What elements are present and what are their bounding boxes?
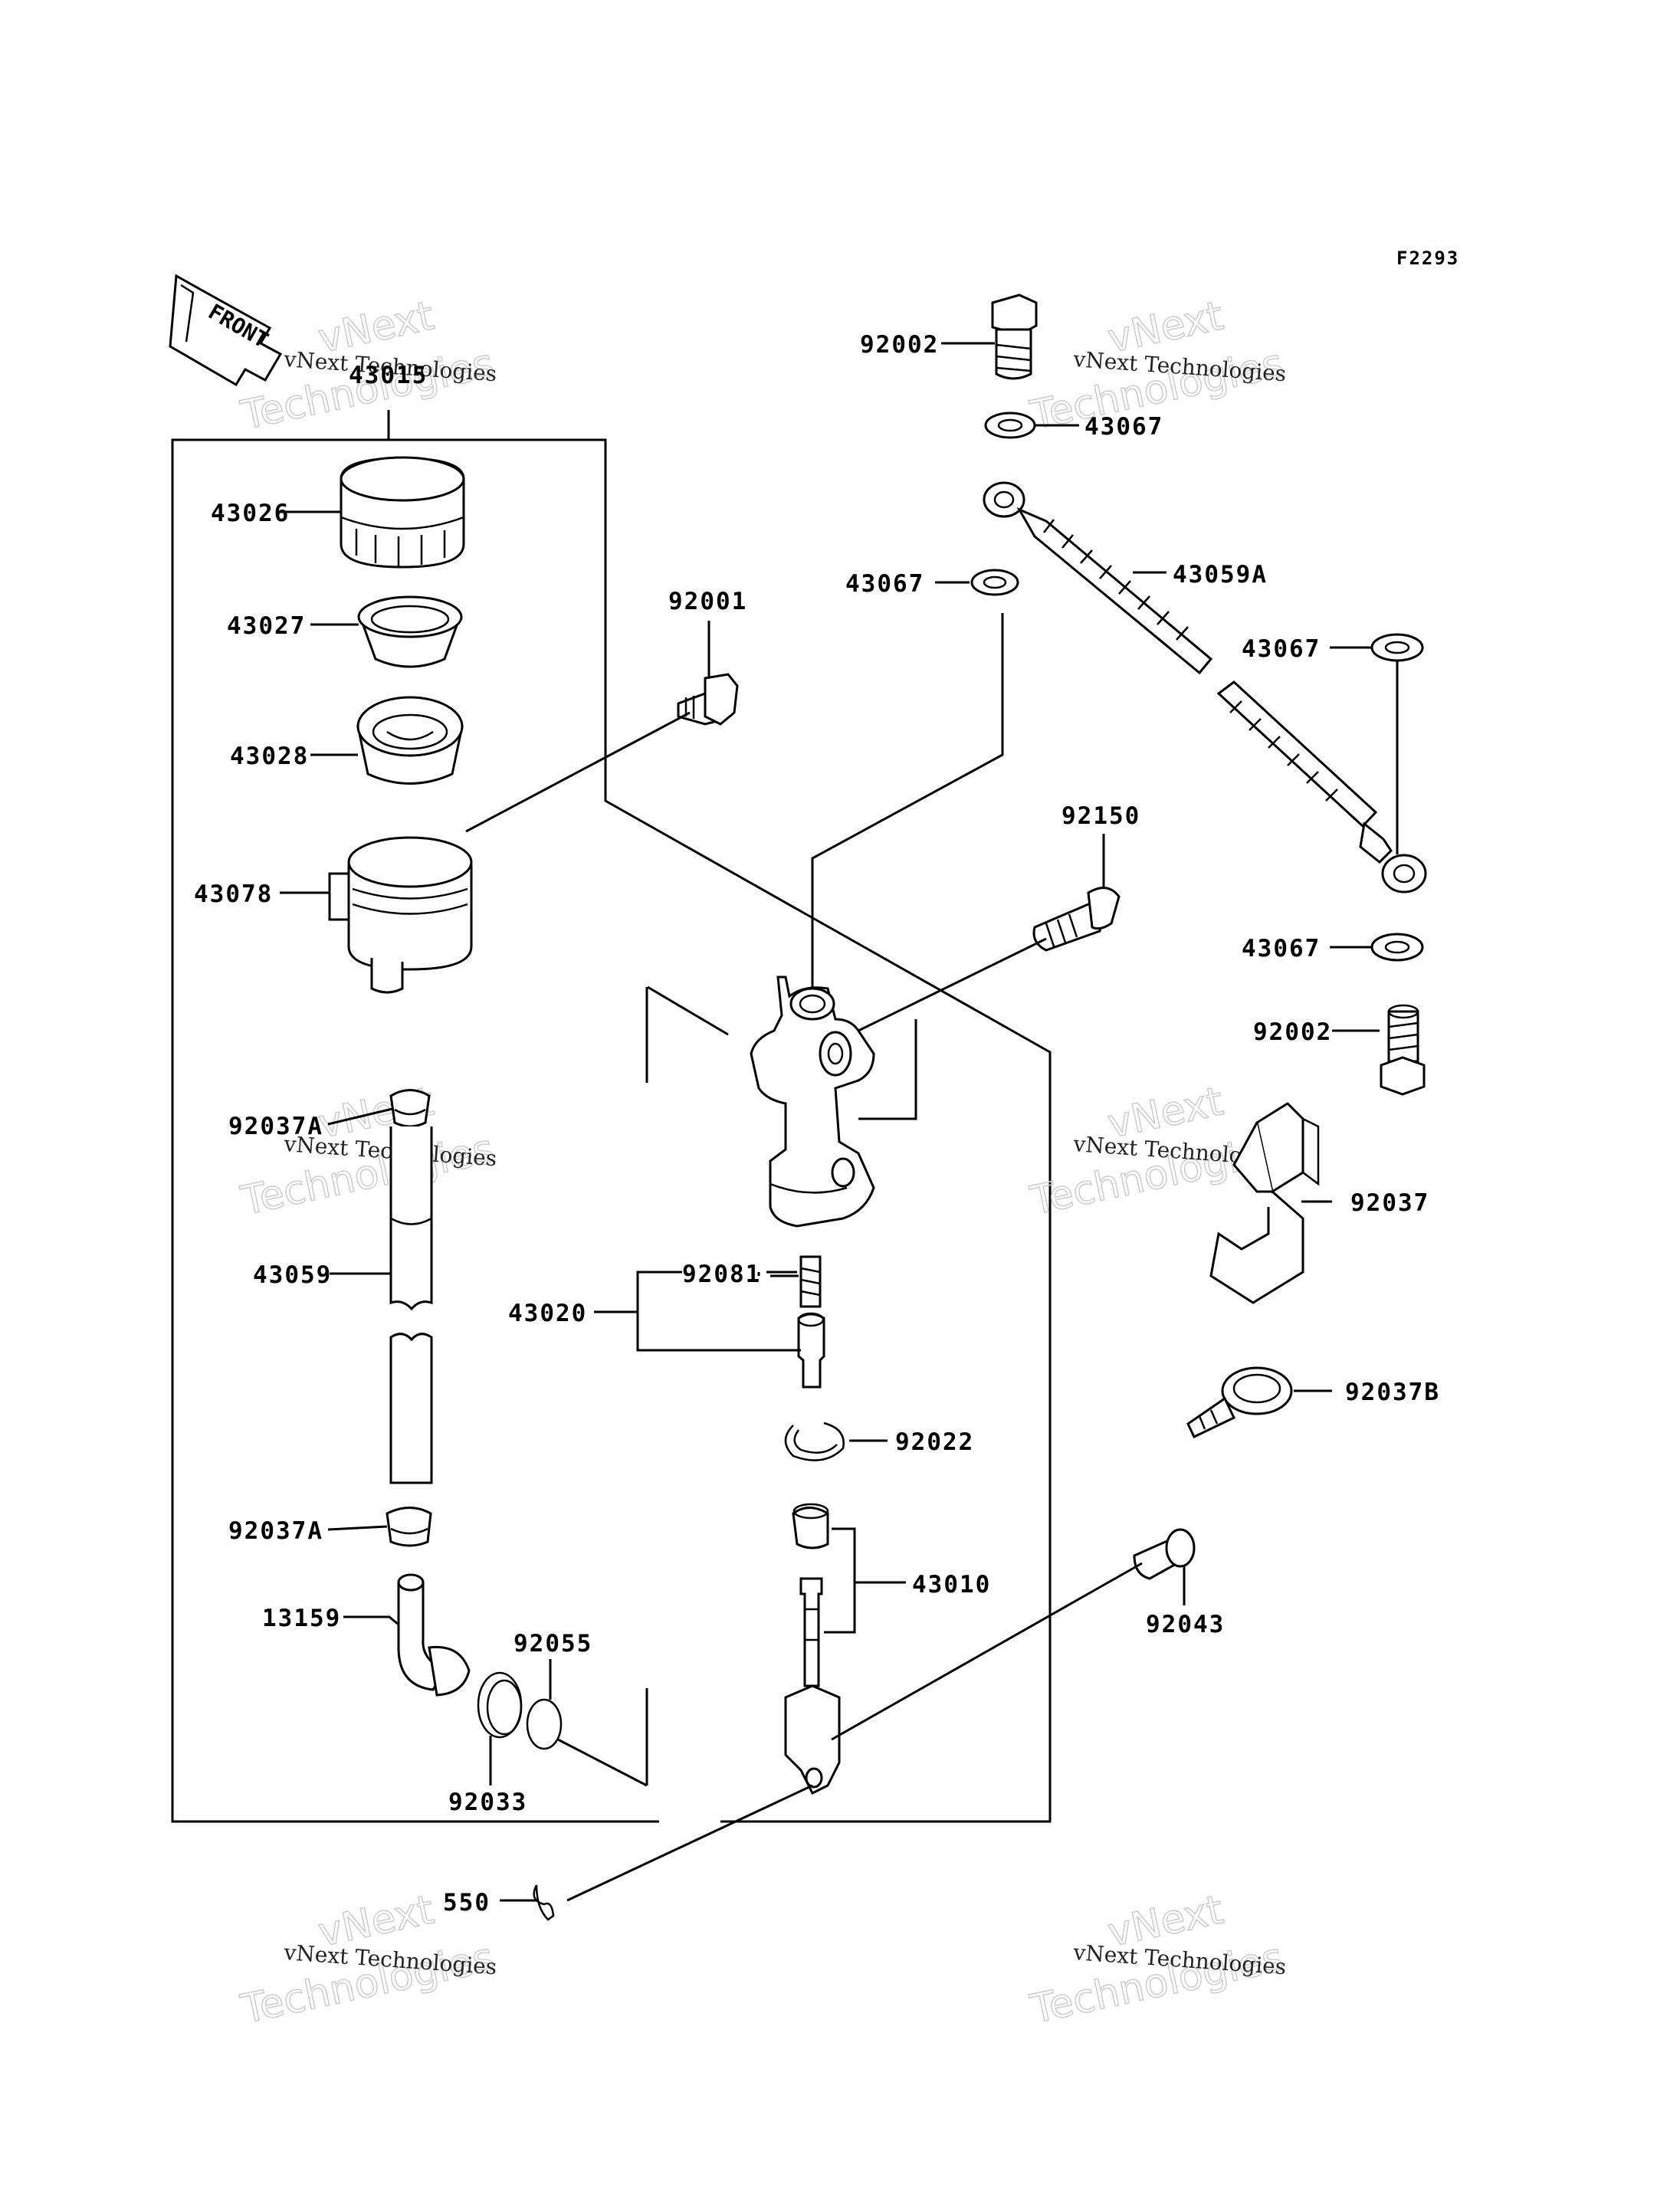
watermark-bottom-right: vNext Technologies vNext Technologies: [1025, 1887, 1288, 2034]
label-550: 550: [443, 1889, 491, 1917]
hose-clamp-92037B: [1186, 1366, 1293, 1439]
label-92037B: 92037B: [1345, 1379, 1440, 1406]
label-92037: 92037: [1350, 1189, 1429, 1217]
label-43067-b: 43067: [845, 570, 924, 598]
banjo-bolt-bottom: [1380, 1004, 1426, 1096]
bolt-92150: [1032, 887, 1121, 952]
label-43067-d: 43067: [1242, 935, 1321, 962]
label-92081: 92081: [682, 1261, 761, 1288]
washer-43067-c: [1370, 633, 1424, 662]
washer-43067-a: [984, 412, 1036, 439]
label-43010: 43010: [912, 1571, 991, 1599]
label-43026: 43026: [211, 500, 290, 527]
label-92150: 92150: [1061, 802, 1140, 830]
leader-lines: [276, 342, 1399, 1902]
o-ring-92055: [526, 1698, 563, 1750]
watermark-mid-left: vNext Technologies vNext Technologies: [236, 1078, 498, 1225]
washer-43067-d: [1370, 933, 1424, 962]
label-43028: 43028: [230, 743, 309, 770]
label-43059A: 43059A: [1173, 561, 1268, 589]
label-92022: 92022: [895, 1428, 974, 1456]
label-92055: 92055: [514, 1630, 592, 1658]
spring-92081: [799, 1255, 822, 1308]
reservoir-cap: [340, 456, 465, 569]
reservoir-tank: [328, 836, 473, 994]
push-rod-43010: [784, 1503, 841, 1795]
label-43027: 43027: [227, 612, 306, 640]
label-92002-top: 92002: [860, 331, 939, 359]
hose-elbow: [397, 1573, 471, 1697]
label-92002-bottom: 92002: [1253, 1018, 1332, 1046]
part-labels: 43015 43026 43027 43028 43078 92001 9200…: [194, 331, 1440, 1917]
label-43067-a: 43067: [1084, 413, 1163, 441]
label-92037A-bottom: 92037A: [228, 1517, 323, 1545]
label-43020: 43020: [508, 1300, 587, 1327]
bolt-92001: [677, 673, 739, 726]
clevis-pin-92043: [1133, 1528, 1196, 1580]
front-arrow-icon: FRONT: [169, 274, 283, 387]
valve-43020: [797, 1312, 825, 1389]
cotter-pin-550: [533, 1884, 555, 1921]
background-lines: [646, 985, 917, 1120]
label-13159: 13159: [262, 1605, 341, 1632]
banjo-bolt-top: [991, 293, 1038, 380]
assembly-outline: [171, 410, 1052, 1823]
label-92001: 92001: [668, 588, 747, 615]
diagram-code: F2293: [1396, 248, 1459, 269]
diaphragm-plate: [357, 595, 463, 668]
label-43078: 43078: [194, 880, 273, 908]
label-43067-c: 43067: [1242, 635, 1321, 663]
label-43059: 43059: [253, 1261, 332, 1289]
label-92043: 92043: [1146, 1611, 1225, 1638]
reservoir-hose: [389, 1126, 433, 1484]
label-43015: 43015: [349, 362, 428, 389]
hose-clamp-92037: [1209, 1102, 1320, 1304]
brake-hose-43059A: [983, 481, 1427, 894]
label-92037A-top: 92037A: [228, 1113, 323, 1140]
master-cylinder-body: [750, 976, 875, 1228]
washer-43067-b: [970, 569, 1019, 596]
label-92033: 92033: [448, 1789, 527, 1816]
diaphragm: [356, 696, 464, 785]
hose-clip-bottom: [386, 1507, 432, 1547]
circlip-92033: [477, 1671, 523, 1739]
snap-ring-92022: [784, 1421, 845, 1461]
hose-clip-top: [389, 1089, 431, 1128]
